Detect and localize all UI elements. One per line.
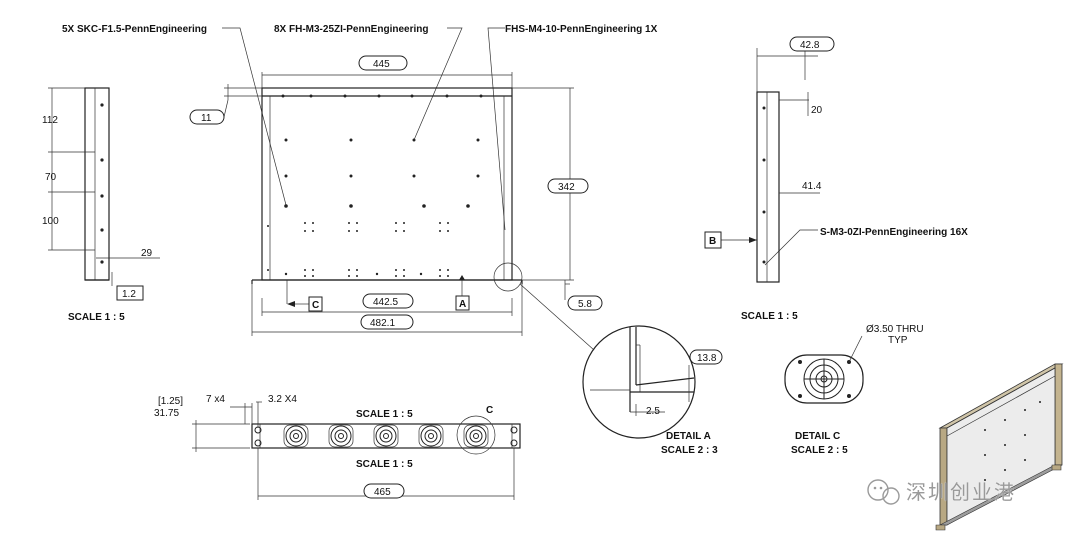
datum-b: B [709,236,716,247]
detail-a-view [582,325,696,439]
dim-3-2x4: 3.2 X4 [268,394,297,405]
right-side-view [720,48,820,283]
wechat-icon [867,479,889,501]
datum-c-box [308,296,323,312]
top-view [192,401,521,500]
detail-a-title: DETAIL A [666,431,711,442]
dim-442-5: 442.5 [373,297,398,308]
detail-c-scale: SCALE 2 : 5 [791,445,848,456]
dim-112: 112 [42,115,58,126]
dim-465: 465 [374,487,391,498]
dim-482-1-box [360,314,414,330]
dim-20: 20 [811,105,823,116]
dim-5-8: 5.8 [578,299,592,310]
dim-3-50-thru: Ø3.50 THRU [866,324,924,335]
scale-left: SCALE 1 : 5 [68,312,125,323]
dim-42-8: 42.8 [800,40,820,51]
dim-7x4: 7 x4 [206,394,225,405]
callout-sm3: S-M3-0ZI-PennEngineering 16X [820,227,968,238]
leader-sm3 [764,229,818,266]
dim-31-75: 31.75 [154,408,179,419]
dim-1-2: 1.2 [122,289,136,300]
dim-11-box [189,109,225,125]
dim-1-2-box [116,285,144,301]
detail-c-view [784,335,864,404]
dim-29: 29 [141,248,153,259]
dim-11: 11 [201,113,212,124]
datum-b-box [704,231,722,249]
dim-342-box [547,178,589,194]
dim-42-8-box [789,36,835,52]
leader-fh [413,27,463,141]
datum-c: C [312,300,319,311]
dim-100: 100 [42,216,59,227]
datum-a: A [459,299,466,310]
callout-fh: 8X FH-M3-25ZI-PennEngineering [274,24,428,35]
dim-342: 342 [558,182,575,193]
callout-fhs: FHS-M4-10-PennEngineering 1X [505,24,658,35]
dim-1-25: [1.25] [158,396,183,407]
dim-70: 70 [45,172,57,183]
dim-typ: TYP [888,335,908,346]
dim-445-box [358,55,408,71]
dim-465-box [363,483,405,499]
scale-bottom-top: SCALE 1 : 5 [356,409,413,420]
dim-2-5: 2.5 [646,406,660,417]
dim-445: 445 [373,59,390,70]
front-view [223,72,595,351]
callout-skc: 5X SKC-F1.5-PennEngineering [62,24,207,35]
dim-13-8: 13.8 [697,353,717,364]
scale-bottom-under: SCALE 1 : 5 [356,459,413,470]
watermark [867,479,900,505]
leader-skc [222,27,287,206]
dim-41-4: 41.4 [802,181,822,192]
left-side-view [48,87,160,281]
dim-13-8-box [689,349,723,365]
watermark-text: 深圳创业港 [906,480,1016,504]
isometric-view [935,363,1064,531]
dim-442-5-box [362,293,414,309]
detail-c-title: DETAIL C [795,431,840,442]
datum-a-box [455,295,470,311]
dim-482-1: 482.1 [370,318,395,329]
dim-5-8-box [567,295,603,311]
scale-right: SCALE 1 : 5 [741,311,798,322]
detail-c-label: C [486,405,493,416]
leader-fhs [487,27,506,231]
detail-a-scale: SCALE 2 : 3 [661,445,718,456]
